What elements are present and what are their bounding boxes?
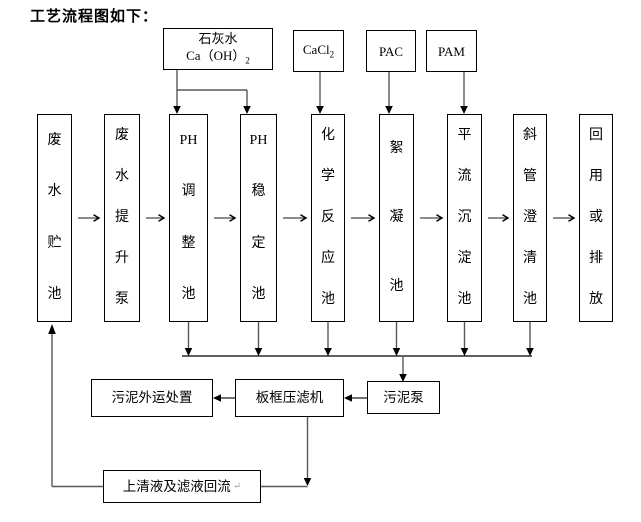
drop-ph-stable bbox=[254, 322, 263, 356]
process-box-label-segment: 学 bbox=[321, 168, 335, 184]
process-box-flocculation-pool: 絮凝池 bbox=[379, 114, 414, 322]
drop-reaction bbox=[324, 322, 332, 356]
pac-dosing-line bbox=[385, 72, 393, 114]
process-box-inclined-tube-clarifier: 斜管澄清池 bbox=[513, 114, 547, 322]
collector-to-pump-arrow bbox=[399, 356, 407, 382]
return-arrowhead-storage bbox=[48, 324, 56, 334]
paragraph-return-mark: ↵ bbox=[232, 480, 242, 492]
process-box-chemical-reaction-pool: 化学反应池 bbox=[311, 114, 345, 322]
process-box-label-segment: 水 bbox=[115, 168, 129, 184]
process-box-label-segment: 提 bbox=[115, 209, 129, 225]
process-box-label-segment: 反 bbox=[321, 209, 335, 225]
process-box-label-segment: 调 bbox=[181, 184, 196, 200]
drop-clarifier bbox=[526, 322, 534, 356]
pump-to-press-arrow bbox=[344, 394, 367, 402]
dosing-box-cacl2: CaCl2 bbox=[293, 30, 344, 72]
process-box-label-segment: 稳 bbox=[251, 184, 266, 200]
lime-arrowhead-ph-adjust bbox=[173, 106, 181, 114]
process-box-label-segment: 升 bbox=[115, 251, 129, 267]
process-box-label-segment: 应 bbox=[321, 251, 335, 267]
return-line bbox=[48, 324, 103, 488]
process-box-label-segment: 或 bbox=[589, 209, 603, 225]
process-box-label-segment: 管 bbox=[523, 168, 537, 184]
page-title: 工艺流程图如下： bbox=[30, 9, 159, 25]
process-box-label-segment: 斜 bbox=[523, 127, 537, 143]
dosing-box-pam: PAM bbox=[426, 30, 477, 72]
process-box-label-segment: 废 bbox=[47, 132, 62, 148]
process-box-label-segment: 贮 bbox=[47, 235, 62, 251]
process-box-label-segment: 凝 bbox=[389, 209, 404, 225]
process-box-wastewater-lift-pump: 废水提升泵 bbox=[104, 114, 140, 322]
lime-arrowhead-ph-stable bbox=[243, 106, 251, 114]
process-box-label-segment: 池 bbox=[321, 292, 335, 308]
process-box-label-segment: 池 bbox=[457, 292, 472, 308]
process-box-label-segment: 流 bbox=[457, 168, 472, 184]
return-flow-box: 上清液及滤液回流↵ bbox=[103, 470, 261, 503]
process-box-label-segment: 沉 bbox=[457, 209, 472, 225]
press-to-disposal-arrow bbox=[213, 394, 235, 402]
process-box-label-segment: 化 bbox=[321, 127, 335, 143]
process-box-label-segment: 水 bbox=[47, 184, 62, 200]
process-box-label-segment: 放 bbox=[589, 292, 603, 308]
sludge-pump-box: 污泥泵 bbox=[367, 381, 440, 414]
process-box-ph-stabilization-pool: PH 稳定池 bbox=[240, 114, 277, 322]
pac-label: PAC bbox=[378, 43, 404, 59]
process-box-ph-adjustment-pool: PH 调整池 bbox=[169, 114, 208, 322]
process-box-label-segment: 泵 bbox=[115, 292, 129, 308]
press-drain-line bbox=[261, 417, 312, 488]
lime-water-formula: Ca（OH）2 bbox=[186, 47, 250, 66]
process-box-wastewater-storage-pool: 废水贮池 bbox=[37, 114, 72, 322]
process-box-label-segment: 清 bbox=[523, 251, 537, 267]
lime-dosing-line bbox=[173, 70, 251, 114]
sludge-collector-drops bbox=[184, 322, 534, 356]
dosing-box-pac: PAC bbox=[366, 30, 416, 72]
process-box-label-segment: 回 bbox=[589, 127, 603, 143]
process-box-label-segment: 池 bbox=[389, 278, 404, 294]
drop-ph-adjust bbox=[184, 322, 193, 356]
process-box-label-segment: 用 bbox=[589, 168, 603, 184]
dosing-box-lime-water: 石灰水 Ca（OH）2 bbox=[163, 28, 273, 70]
process-box-label-segment: 池 bbox=[251, 287, 266, 303]
cacl2-formula: CaCl2 bbox=[302, 41, 335, 60]
process-box-label-segment: 池 bbox=[47, 287, 62, 303]
process-box-label-segment: PH bbox=[179, 132, 198, 148]
process-box-reuse-or-discharge: 回用或排放 bbox=[579, 114, 613, 322]
sludge-disposal-box: 污泥外运处置 bbox=[91, 379, 213, 417]
pam-dosing-line bbox=[460, 72, 468, 114]
process-box-label-segment: 澄 bbox=[523, 209, 537, 225]
drop-sedimentation bbox=[460, 322, 469, 356]
process-box-label-segment: 废 bbox=[115, 127, 129, 143]
process-box-label-segment: 池 bbox=[181, 287, 196, 303]
process-box-label-segment: 淀 bbox=[457, 251, 472, 267]
process-box-label-segment: PH bbox=[249, 132, 268, 148]
lime-water-label: 石灰水 bbox=[198, 31, 238, 47]
process-box-horizontal-sedimentation-pool: 平流沉淀池 bbox=[447, 114, 482, 322]
filter-press-box: 板框压滤机 bbox=[235, 379, 344, 417]
pam-label: PAM bbox=[438, 43, 465, 59]
process-box-label-segment: 定 bbox=[251, 235, 266, 251]
process-box-label-segment: 絮 bbox=[389, 141, 404, 157]
cacl2-dosing-line bbox=[316, 72, 324, 114]
process-box-label-segment: 平 bbox=[457, 127, 472, 143]
drop-flocculation bbox=[392, 322, 401, 356]
process-box-label-segment: 排 bbox=[589, 251, 603, 267]
process-box-label-segment: 池 bbox=[523, 292, 537, 308]
process-box-label-segment: 整 bbox=[181, 235, 196, 251]
